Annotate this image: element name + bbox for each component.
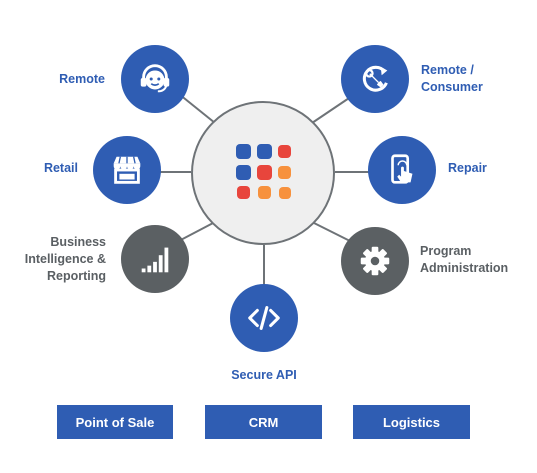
grid-dot — [236, 165, 251, 180]
storefront-icon — [113, 156, 141, 184]
app-hub — [191, 101, 335, 245]
secure-api-label-text: Secure API — [231, 368, 297, 382]
remote-node — [121, 45, 189, 113]
remote-label: Remote — [59, 71, 105, 88]
program-admin-node — [341, 227, 409, 295]
remote-consumer-node — [341, 45, 409, 113]
grid-dot — [279, 187, 291, 199]
grid-dot — [257, 144, 272, 159]
bi-label-line1: Business — [50, 235, 106, 249]
headset-icon — [140, 64, 170, 93]
logistics-label: Logistics — [382, 414, 441, 430]
signal-bars-icon — [141, 247, 169, 273]
grid-dot — [278, 166, 291, 179]
secure-api-node — [230, 284, 298, 352]
remote-consumer-label: Remote / Consumer — [421, 62, 483, 96]
logistics-button[interactable]: Logistics — [353, 405, 470, 439]
grid-dot — [236, 144, 251, 159]
grid-dot — [257, 165, 272, 180]
bi-node — [121, 225, 189, 293]
secure-api-label: Secure API — [214, 367, 314, 384]
point-of-sale-button[interactable]: Point of Sale — [57, 405, 173, 439]
bi-label-line2: Intelligence & — [24, 252, 106, 266]
program-admin-label-line1: Program — [420, 244, 472, 258]
bi-label: Business Intelligence & Reporting — [25, 234, 106, 285]
bi-label-line3: Reporting — [46, 269, 106, 283]
program-admin-label: Program Administration — [420, 243, 508, 277]
retail-label: Retail — [44, 160, 78, 177]
repair-node — [368, 136, 436, 204]
grid-dot — [258, 186, 271, 199]
retail-node — [93, 136, 161, 204]
phone-touch-icon — [391, 154, 413, 184]
code-brackets-icon — [248, 306, 280, 330]
remote-consumer-label-line2: Consumer — [421, 80, 483, 94]
grid-dot — [278, 145, 291, 158]
repair-label: Repair — [448, 160, 487, 177]
remote-label-text: Remote — [59, 72, 105, 86]
remote-consumer-label-line1: Remote / — [421, 63, 474, 77]
point-of-sale-label: Point of Sale — [75, 414, 155, 430]
grid-dot — [237, 186, 250, 199]
crm-label: CRM — [248, 414, 279, 430]
gear-icon — [360, 246, 390, 276]
refresh-wrench-icon — [362, 65, 388, 92]
retail-label-text: Retail — [43, 161, 78, 175]
repair-label-text: Repair — [448, 161, 487, 175]
crm-button[interactable]: CRM — [205, 405, 322, 439]
program-admin-label-line2: Administration — [420, 261, 509, 275]
